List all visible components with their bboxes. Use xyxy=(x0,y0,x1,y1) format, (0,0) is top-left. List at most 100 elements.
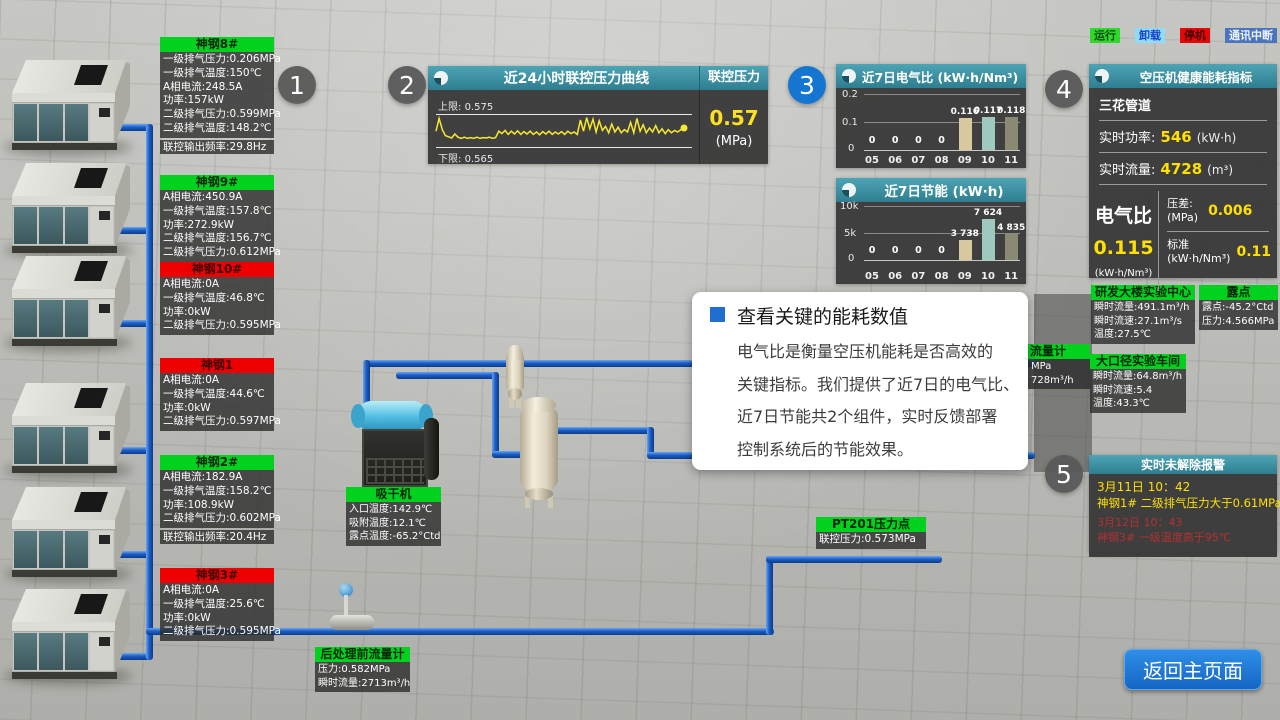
step-circle-4[interactable]: 4 xyxy=(1045,70,1083,108)
legend-running[interactable]: 运行 xyxy=(1090,28,1120,43)
std-row: 标准(kW·h/Nm³) 0.11 xyxy=(1159,238,1277,266)
zero-value-label: 0 xyxy=(915,245,922,256)
alarm-time: 3月11日 10：42 xyxy=(1097,480,1191,494)
label-line: 功率:0kW xyxy=(163,305,211,318)
legend-comm-lost[interactable]: 通讯中断 xyxy=(1225,28,1277,43)
bar-value-label: 4 835 xyxy=(997,223,1026,233)
x-category-label: 08 xyxy=(934,155,949,166)
alarm-text: 神钢1# 二级排气压力大于0.61MPa xyxy=(1097,496,1280,510)
sensor-data: 瞬时流量:491.1m³/h 瞬时流速:27.1m³/s 温度:27.5℃ xyxy=(1091,300,1195,344)
label-line: 压力:0.582MPa xyxy=(318,664,391,675)
bar-value-label: 0.118 xyxy=(996,106,1026,116)
small-air-tank xyxy=(506,345,524,408)
label-line: 露点:-45.2°Ctd xyxy=(1202,302,1274,313)
ytick: 0 xyxy=(848,253,855,264)
power-unit: (kW·h) xyxy=(1196,131,1237,145)
gridline xyxy=(864,122,1020,123)
bar xyxy=(958,240,972,260)
label-line: 二级排气压力:0.612MPa xyxy=(163,246,281,259)
bar xyxy=(1005,234,1019,260)
compressor-name: 神钢3# xyxy=(160,568,274,583)
label-line: A相电流:0A xyxy=(163,278,220,290)
label-line: 二级排气压力:0.595MPa xyxy=(163,319,281,332)
bar-value-label: 0.117 xyxy=(973,106,1003,116)
label-line: 入口温度:142.9℃ xyxy=(349,504,433,515)
pipe xyxy=(110,320,150,327)
label-line: 瞬时流量:2713m³/h xyxy=(318,677,411,689)
step-circle-5[interactable]: 5 xyxy=(1045,455,1083,493)
bar-value-label: 0.116 xyxy=(950,107,980,117)
diff-label: 压差: xyxy=(1167,197,1193,210)
flow-row: 实时流量: 4728 (m³) xyxy=(1089,159,1277,178)
x-category-label: 07 xyxy=(911,271,926,282)
x-category-label: 06 xyxy=(888,271,903,282)
legend-unload[interactable]: 卸载 xyxy=(1135,28,1165,43)
saving-chart-header: 近7日节能 (kW·h) xyxy=(836,178,1026,202)
dryer-grid xyxy=(366,458,424,484)
compressor-machine xyxy=(4,383,132,479)
pipe xyxy=(766,556,942,563)
label-line: A相电流:248.5A xyxy=(163,80,243,93)
label-line: 瞬时流速:27.1m³/s xyxy=(1094,315,1182,327)
step-circle-1[interactable]: 1 xyxy=(278,66,316,104)
ratio-section: 电气比 0.115 (kW·h/Nm³) 压差:(MPa) 0.006 标准(k… xyxy=(1089,191,1277,291)
label-line: 二级排气压力:0.595MPa xyxy=(163,625,281,638)
label-line: 温度:27.5℃ xyxy=(1094,329,1151,340)
bar xyxy=(982,117,995,150)
flow-label: 实时流量: xyxy=(1099,163,1156,178)
step-circle-2[interactable]: 2 xyxy=(388,66,426,104)
pipe xyxy=(396,372,496,379)
axis-line xyxy=(864,260,1020,261)
legend-stopped[interactable]: 停机 xyxy=(1180,28,1210,43)
machine-vent xyxy=(74,594,108,614)
alarm-text: 神钢3# 一级温度高于95℃ xyxy=(1097,531,1232,544)
power-value: 546 xyxy=(1160,128,1192,146)
compressor-machine xyxy=(4,256,132,352)
label-line: 一级排气温度:150℃ xyxy=(163,66,262,79)
label-line: 728m³/h xyxy=(1031,374,1074,386)
x-category-label: 09 xyxy=(957,155,972,166)
pipe xyxy=(110,227,150,234)
x-category-label: 05 xyxy=(865,271,879,282)
back-to-home-button[interactable]: 返回主页面 xyxy=(1124,649,1262,690)
machine-vent xyxy=(74,388,108,408)
label-line: 一级排气压力:0.206MPa xyxy=(163,53,281,65)
gridline xyxy=(864,206,1020,207)
label-line: 二级排气压力:0.599MPa xyxy=(163,108,281,121)
tank-leg xyxy=(548,494,553,508)
alarm-panel: 实时未解除报警 3月11日 10：42 神钢1# 二级排气压力大于0.61MPa… xyxy=(1089,455,1280,557)
flow-value: 4728 xyxy=(1160,160,1203,178)
tank-leg xyxy=(516,394,521,408)
label-line: 瞬时流量:491.1m³/h xyxy=(1094,302,1190,313)
label-line: 温度:43.3℃ xyxy=(1093,398,1150,409)
pipe-name: 三花管道 xyxy=(1099,99,1152,114)
zero-value-label: 0 xyxy=(868,135,876,146)
sensor-label-pt201: PT201压力点 联控压力:0.573MPa xyxy=(816,517,926,549)
pipe xyxy=(146,124,153,660)
sensor-name: 流量计 xyxy=(1028,344,1090,359)
ratio-unit: (kW·h/Nm³) xyxy=(1094,268,1153,279)
label-line: A相电流:450.9A xyxy=(163,191,243,203)
ytick: 5k xyxy=(844,228,857,239)
step-circle-3[interactable]: 3 xyxy=(788,66,826,104)
divider xyxy=(1099,152,1267,153)
pipe xyxy=(647,427,654,459)
pressure-panel-body: 上限: 0.575 下限: 0.565 0.57 (MPa) xyxy=(428,90,768,165)
freq-line: 联控输出频率:20.4Hz xyxy=(160,530,274,545)
power-label: 实时功率: xyxy=(1099,131,1156,146)
diff-label-box: 压差:(MPa) xyxy=(1167,197,1198,225)
pipe xyxy=(766,556,773,635)
x-category-label: 11 xyxy=(1004,155,1019,166)
power-row: 实时功率: 546 (kW·h) xyxy=(1089,127,1277,146)
std-label: 标准 xyxy=(1167,238,1190,251)
label-line: 二级排气压力:0.602MPa xyxy=(163,512,281,525)
x-category-label: 08 xyxy=(934,271,949,282)
gridline xyxy=(864,233,1020,234)
